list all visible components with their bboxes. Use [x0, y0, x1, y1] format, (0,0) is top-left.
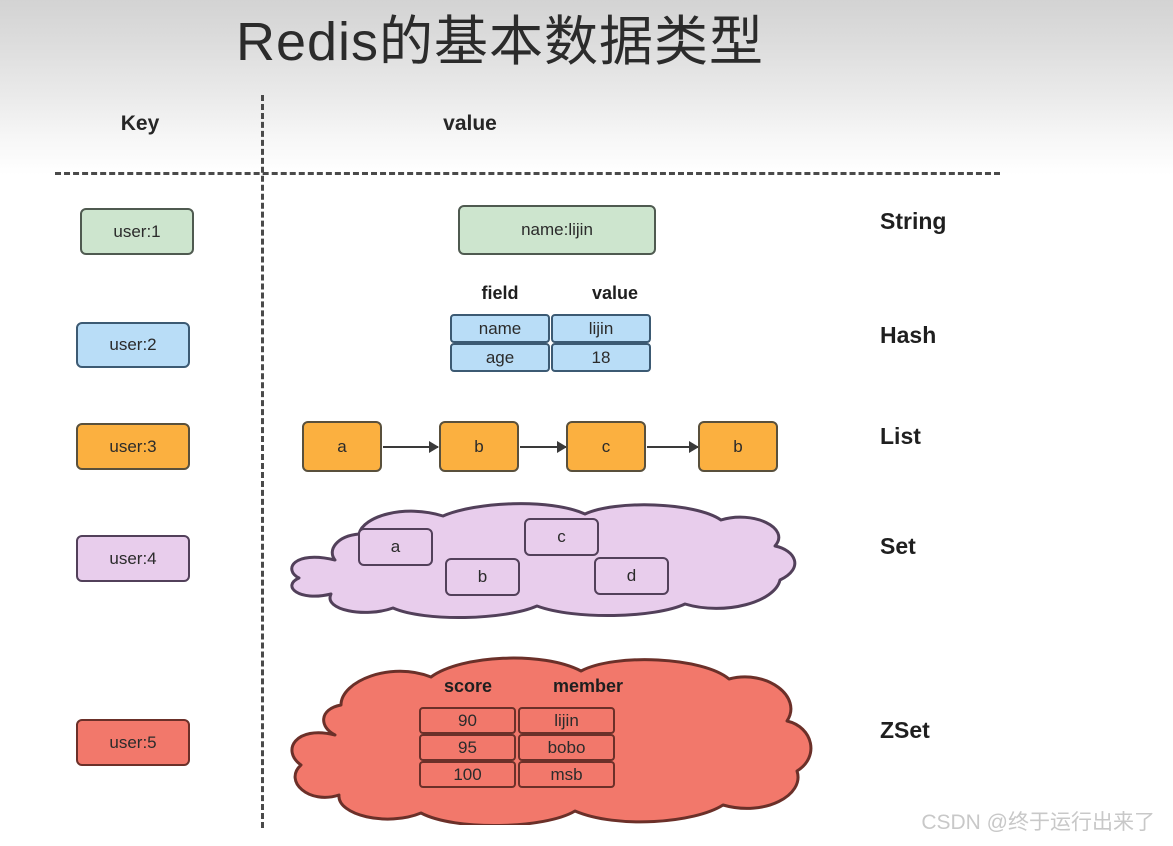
- hash-cell-field-0: name: [450, 314, 550, 343]
- list-arrow-0-icon: [383, 441, 439, 453]
- key-box-list: user:3: [76, 423, 190, 470]
- column-header-key: Key: [120, 112, 160, 135]
- column-header-value: value: [443, 112, 497, 135]
- type-label-set: Set: [880, 533, 916, 559]
- list-node-0: a: [302, 421, 382, 472]
- list-node-3: b: [698, 421, 778, 472]
- key-box-set: user:4: [76, 535, 190, 582]
- csdn-watermark: CSDN @终于运行出来了: [921, 811, 1155, 834]
- list-arrow-2-icon: [647, 441, 699, 453]
- hash-cell-field-1: age: [450, 343, 550, 372]
- page-title: Redis的基本数据类型: [235, 12, 765, 72]
- zset-cell-score-2: 100: [419, 761, 516, 788]
- zset-cell-score-0: 90: [419, 707, 516, 734]
- horizontal-divider: [55, 172, 1000, 175]
- hash-table-header-field: field: [481, 283, 519, 303]
- type-label-string: String: [880, 208, 947, 234]
- list-node-1: b: [439, 421, 519, 472]
- set-member-3: d: [594, 557, 669, 595]
- zset-cell-member-1: bobo: [518, 734, 615, 761]
- type-label-list: List: [880, 423, 921, 449]
- set-member-1: b: [445, 558, 520, 596]
- zset-table-header-score: score: [443, 676, 493, 696]
- zset-cell-member-0: lijin: [518, 707, 615, 734]
- list-node-2: c: [566, 421, 646, 472]
- set-member-0: a: [358, 528, 433, 566]
- key-box-zset: user:5: [76, 719, 190, 766]
- list-arrow-1-icon: [520, 441, 567, 453]
- key-box-string: user:1: [80, 208, 194, 255]
- key-box-hash: user:2: [76, 322, 190, 368]
- type-label-hash: Hash: [880, 322, 937, 348]
- hash-cell-value-0: lijin: [551, 314, 651, 343]
- set-cloud-shape: [290, 502, 797, 620]
- value-box-string: name:lijin: [458, 205, 656, 255]
- zset-cell-member-2: msb: [518, 761, 615, 788]
- zset-cell-score-1: 95: [419, 734, 516, 761]
- type-label-zset: ZSet: [880, 717, 930, 743]
- hash-table-header-value: value: [591, 283, 639, 303]
- hash-cell-value-1: 18: [551, 343, 651, 372]
- zset-table-header-member: member: [552, 676, 624, 696]
- vertical-divider: [261, 95, 264, 828]
- set-member-2: c: [524, 518, 599, 556]
